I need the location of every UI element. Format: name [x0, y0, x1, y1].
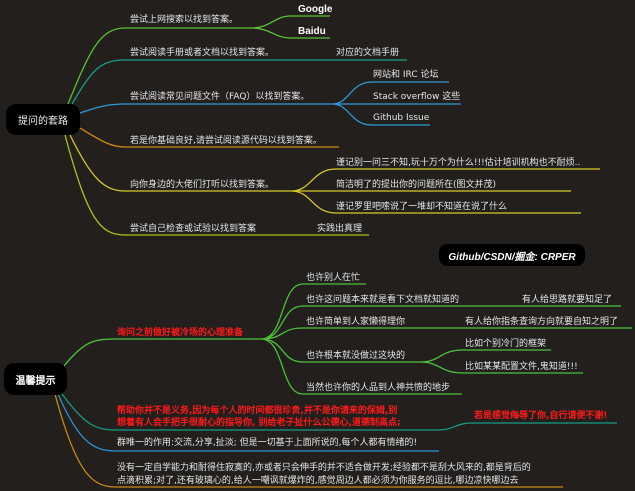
- node-google[interactable]: Google: [298, 4, 333, 15]
- branch-group-purpose[interactable]: 群唯一的作用:交流,分享,扯淡; 但是一切基于上面所说的,每个人都有情绪的!: [117, 438, 418, 448]
- node-never-done[interactable]: 也许根本就没做过这块的: [306, 351, 406, 361]
- node-config-file[interactable]: 比如某某配置文件,鬼知道!!!: [465, 362, 578, 372]
- branch-self-learning-line2[interactable]: 点滴积累;对了,还有玻璃心的,给人一嘲讽就爆炸的,感觉周边人都必须为你服务的逗比…: [117, 476, 519, 486]
- branch-not-obligation-line1[interactable]: 帮助你并不是义务,因为每个人的时间都很珍贵,并不是你请来的保姆,别: [117, 406, 398, 416]
- branch-self-learning-line1[interactable]: 没有一定自学能力和耐得住寂寞的,亦或者只会伸手的并不适合做开发;经验都不是刮大风…: [117, 463, 531, 473]
- branch-prepare-ignored[interactable]: 询问之前做好被冷场的心理准备: [117, 328, 244, 338]
- node-tip-3[interactable]: 谨记罗里吧嗦说了一堆却不知道在说了什么: [336, 202, 508, 212]
- node-leave-if-insulted[interactable]: 若是感觉侮辱了你,自行请便不谢!: [474, 411, 608, 421]
- branch-read-docs[interactable]: 尝试阅读手册或者文档以找到答案。: [130, 48, 275, 58]
- root-node-questioning-routine[interactable]: 提问的套路: [6, 104, 80, 135]
- node-in-docs[interactable]: 也许这问题本来就是看下文档就知道的: [306, 295, 460, 305]
- node-tip-2[interactable]: 简洁明了的提出你的问题所在(图文并茂): [336, 180, 497, 190]
- node-too-simple[interactable]: 也许简单到人家懒得理你: [306, 317, 406, 327]
- branch-ask-experts[interactable]: 向你身边的大佬们打听以找到答案。: [130, 180, 275, 190]
- node-irc-forum[interactable]: 网站和 IRC 论坛: [373, 70, 439, 80]
- branch-web-search[interactable]: 尝试上网搜索以找到答案。: [130, 15, 239, 25]
- node-docs-manual[interactable]: 对应的文档手册: [336, 48, 400, 58]
- branch-not-obligation-line2[interactable]: 想着有人会手把手很耐心的指导你, 别给老子扯什么公德心,道德制高点;: [117, 418, 401, 428]
- author-badge: Github/CSDN/掘金: CRPER: [439, 244, 585, 266]
- node-self-aware[interactable]: 有人给你指条查询方向就要自知之明了: [465, 317, 619, 327]
- node-be-grateful[interactable]: 有人给思路就要知足了: [522, 295, 613, 305]
- node-stack-overflow[interactable]: Stack overflow 这些: [373, 92, 461, 102]
- root-node-tips[interactable]: 温馨提示: [4, 363, 67, 395]
- node-github-issue[interactable]: Github Issue: [373, 113, 430, 123]
- branch-experiment[interactable]: 尝试自己检查或试验以找到答案: [130, 224, 257, 234]
- node-baidu[interactable]: Baidu: [298, 26, 326, 37]
- node-practice[interactable]: 实践出真理: [317, 224, 363, 234]
- node-tip-1[interactable]: 谨记别一问三不知,玩十万个为什么!!!估计培训机构也不耐烦..: [336, 158, 581, 168]
- node-niche-framework[interactable]: 比如个别冷门的框架: [465, 339, 547, 349]
- branch-read-source[interactable]: 若是你基础良好,请尝试阅读源代码以找到答案。: [130, 136, 322, 146]
- branch-read-faq[interactable]: 尝试阅读常见问题文件（FAQ）以找到答案。: [130, 92, 310, 102]
- node-bad-karma[interactable]: 当然也许你的人品到人神共愤的地步: [306, 383, 451, 393]
- node-busy[interactable]: 也许别人在忙: [306, 273, 361, 283]
